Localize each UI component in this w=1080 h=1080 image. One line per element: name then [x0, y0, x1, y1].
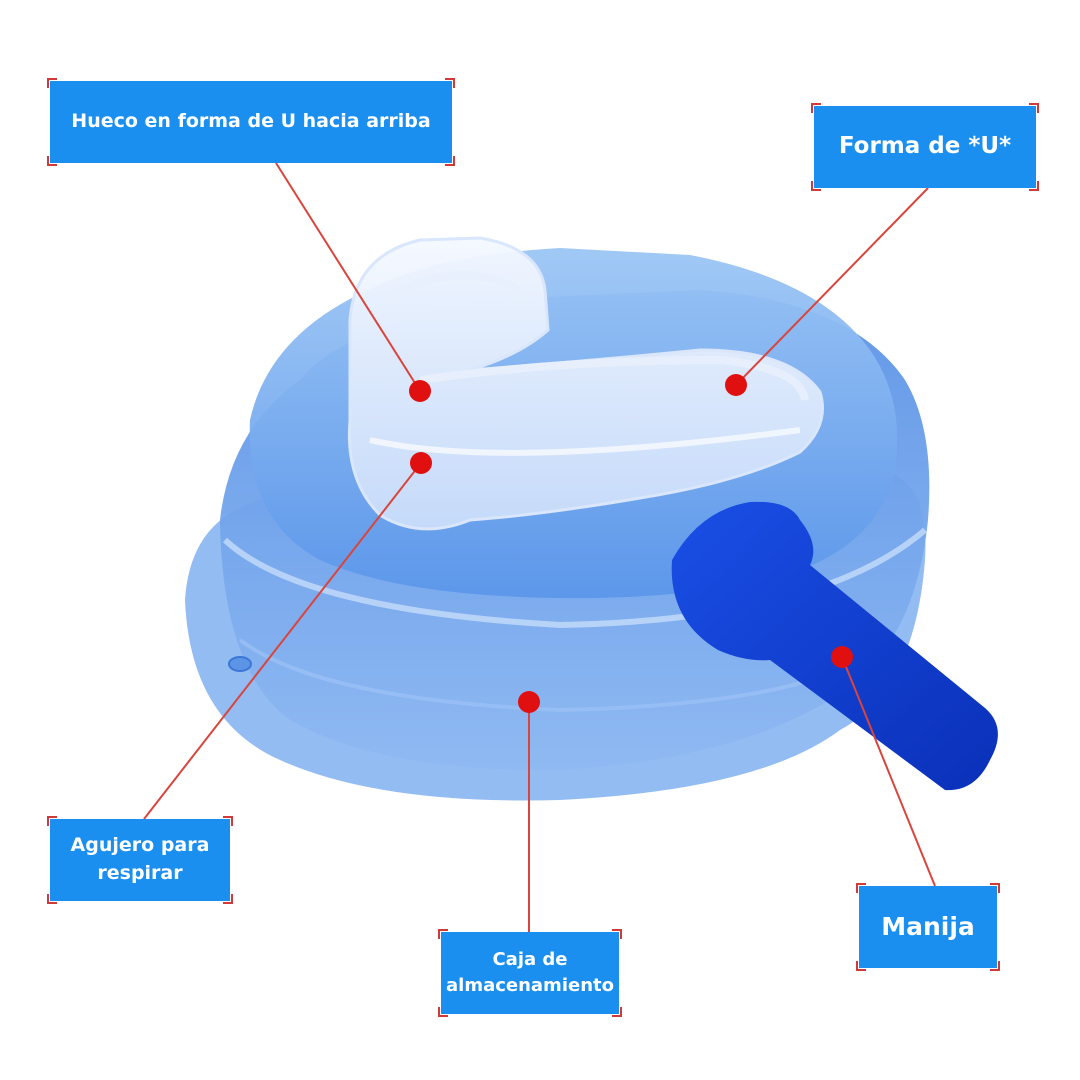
- mouthguard: [347, 236, 824, 531]
- label-u-hollow-text: Hueco en forma de U hacia arriba: [71, 110, 431, 133]
- label-handle-text: Manija: [881, 911, 975, 941]
- label-u-hollow: Hueco en forma de U hacia arriba: [47, 78, 455, 166]
- leader-lines: [143, 162, 936, 932]
- marker-dot-u-shape: [725, 374, 747, 396]
- label-storage-case: Caja de almacenamiento: [438, 929, 622, 1017]
- handle: [671, 501, 998, 791]
- leader-line-u-hollow: [275, 162, 421, 392]
- storage-case: [185, 248, 930, 801]
- label-u-shape: Forma de *U*: [811, 103, 1039, 191]
- mouthguard-inner-groove: [382, 270, 809, 401]
- case-rim: [222, 527, 927, 629]
- label-breathing-hole: Agujero para respirar: [47, 816, 233, 904]
- case-latch: [228, 656, 252, 672]
- handle-body: [671, 501, 998, 791]
- marker-dot-breathing-hole: [410, 452, 432, 474]
- label-storage-case-text: Caja de almacenamiento: [446, 948, 614, 996]
- mouthguard-lower-edge: [369, 427, 801, 456]
- case-rim-lower: [238, 638, 861, 713]
- leader-line-u-shape: [735, 187, 929, 386]
- marker-dot-storage-case: [518, 691, 540, 713]
- marker-dots: [409, 374, 853, 713]
- mouthguard-body: [347, 236, 824, 531]
- marker-dot-u-hollow: [409, 380, 431, 402]
- leader-line-handle: [841, 656, 936, 887]
- label-handle: Manija: [856, 883, 1000, 971]
- label-breathing-hole-text: Agujero para respirar: [70, 834, 210, 884]
- marker-dot-handle: [831, 646, 853, 668]
- leader-line-breathing-hole: [143, 462, 422, 820]
- label-u-shape-text: Forma de *U*: [838, 133, 1012, 160]
